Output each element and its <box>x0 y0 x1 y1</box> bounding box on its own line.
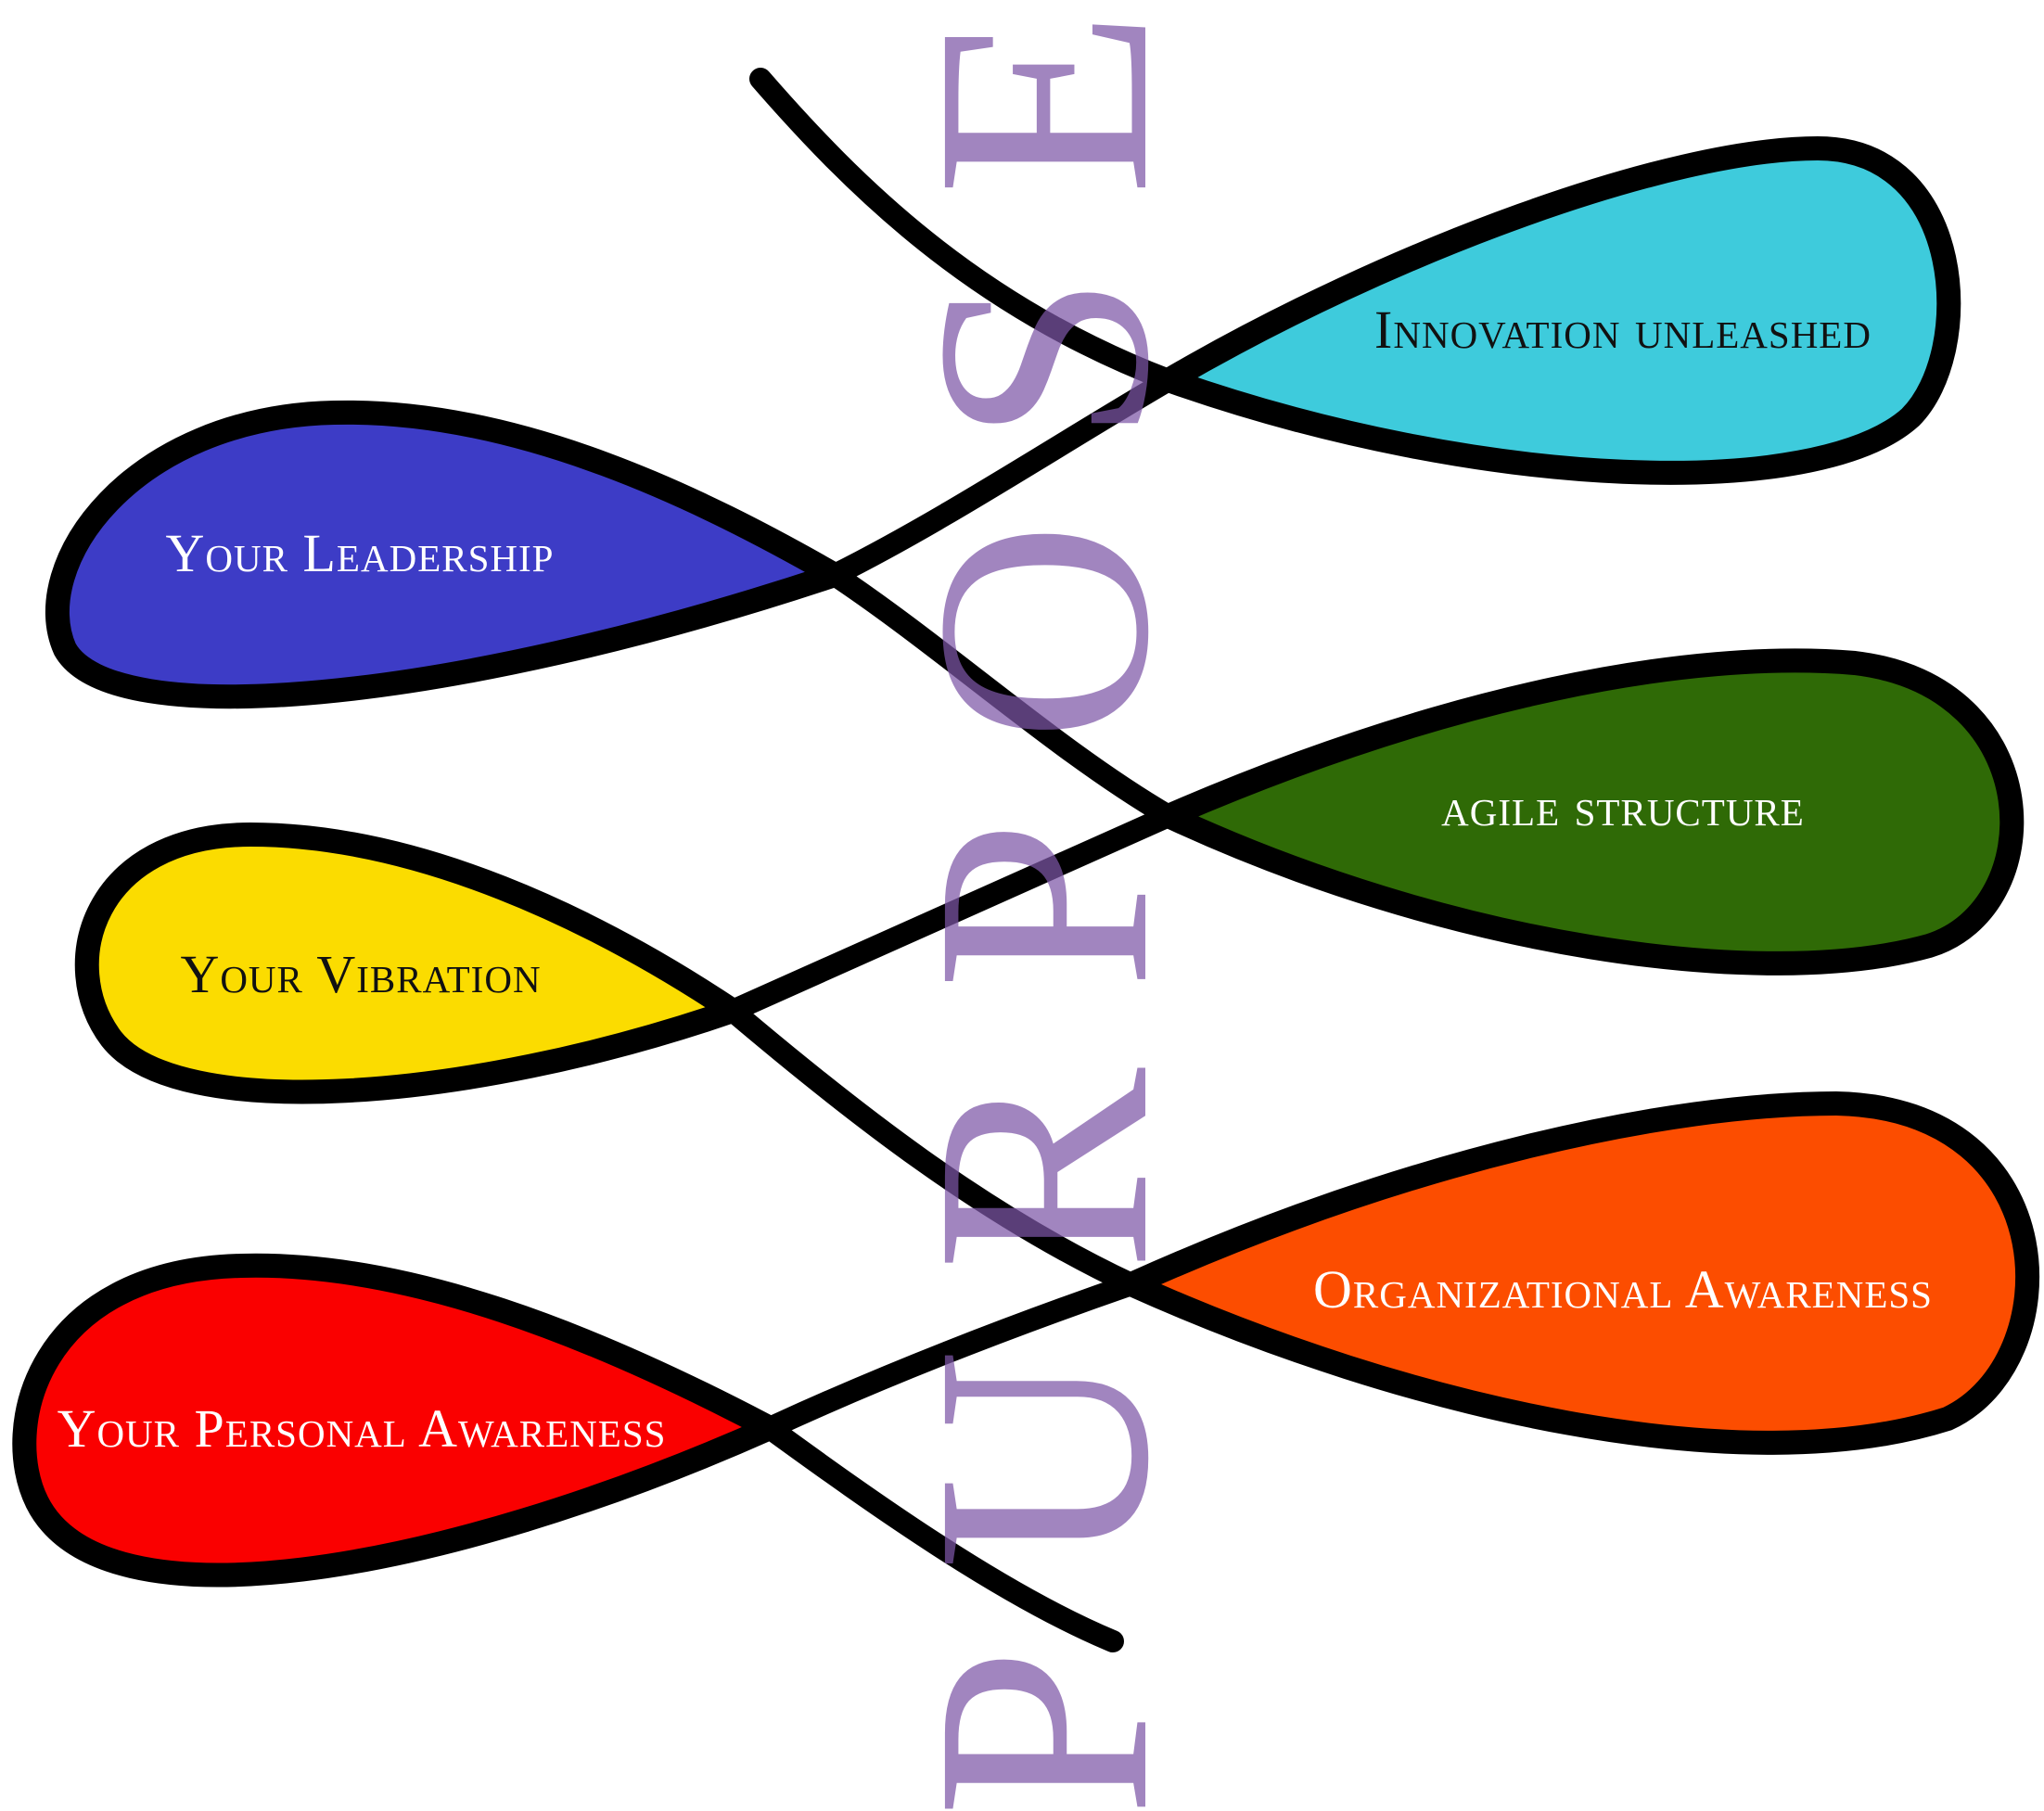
lobe-labels: Innovation unleashed Your Leadership agi… <box>57 300 1933 1459</box>
ribbon-personal-to-org <box>759 1273 1143 1439</box>
purpose-watermark: PURPOSE <box>874 9 1212 1811</box>
label-vibration: Your Vibration <box>180 944 541 1004</box>
ribbon-vibration-to-org <box>722 1000 1143 1295</box>
label-org-awareness: Organizational Awareness <box>1313 1259 1933 1320</box>
lobe-agile <box>1156 648 2025 976</box>
label-innovation: Innovation unleashed <box>1374 300 1872 360</box>
lobe-personal-awareness <box>12 1253 782 1588</box>
label-agile: agile structure <box>1441 777 1805 837</box>
ribbon-leadership-to-innovation <box>824 369 1180 586</box>
connecting-ribbon <box>722 68 1180 1652</box>
lobes <box>12 136 2040 1588</box>
label-personal-awareness: Your Personal Awareness <box>57 1398 667 1459</box>
lobe-org-awareness <box>1119 1091 2040 1455</box>
ribbon-leadership-to-agile <box>824 564 1180 827</box>
lobe-leadership <box>45 400 847 709</box>
ribbon-top-tail <box>749 68 1180 391</box>
ribbon-vibration-to-agile <box>722 805 1180 1022</box>
label-leadership: Your Leadership <box>166 523 555 583</box>
lobe-innovation <box>1156 136 1961 485</box>
ribbon-bottom-tail <box>759 1417 1124 1652</box>
lobe-vibration <box>74 823 745 1104</box>
